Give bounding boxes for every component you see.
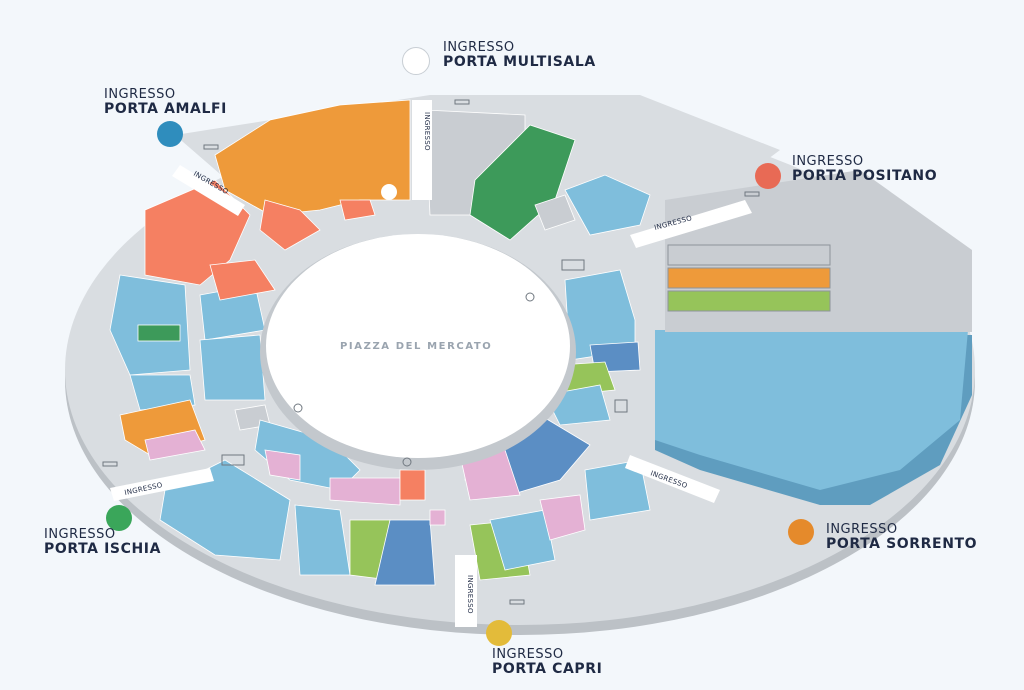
no-smoking-icon xyxy=(454,99,470,105)
stairs-icon xyxy=(221,454,245,466)
shop-unit xyxy=(209,259,276,301)
entrance-corridors xyxy=(110,100,752,627)
gate-small-text: INGRESSO xyxy=(443,40,515,55)
gate-multisala-label[interactable]: INGRESSO PORTA MULTISALA xyxy=(443,41,596,69)
gate-small-text: INGRESSO xyxy=(826,522,898,537)
shop-unit xyxy=(264,449,301,481)
gate-small-text: INGRESSO xyxy=(104,87,176,102)
shop-unit xyxy=(539,494,586,541)
shop-unit xyxy=(259,199,321,251)
shop-unit xyxy=(489,509,556,571)
shop-unit xyxy=(339,199,376,221)
gate-small-text: INGRESSO xyxy=(792,154,864,169)
shops-outer[interactable] xyxy=(109,99,651,586)
gate-capri-label[interactable]: INGRESSO PORTA CAPRI xyxy=(492,648,602,676)
gate-small-text: INGRESSO xyxy=(492,647,564,662)
gate-name: PORTA MULTISALA xyxy=(443,53,596,70)
gate-positano-label[interactable]: INGRESSO PORTA POSITANO xyxy=(792,155,937,183)
entrance-tag: INGRESSO xyxy=(466,575,474,614)
gate-ischia-label[interactable]: INGRESSO PORTA ISCHIA xyxy=(44,528,161,556)
gate-name: PORTA SORRENTO xyxy=(826,535,978,552)
shop-unit xyxy=(564,174,651,236)
gate-amalfi-dot[interactable] xyxy=(157,121,183,147)
gate-amalfi-label[interactable]: INGRESSO PORTA AMALFI xyxy=(104,88,227,116)
shop-unit xyxy=(199,334,266,401)
gate-name: PORTA AMALFI xyxy=(104,100,227,117)
shop-unit xyxy=(214,99,411,216)
legend-bars xyxy=(667,244,831,312)
entrance-tag: INGRESSO xyxy=(423,112,431,151)
piazza-del-mercato[interactable] xyxy=(260,234,576,470)
no-smoking-icon xyxy=(744,191,760,197)
accessibility-icon xyxy=(525,292,535,302)
gate-name: PORTA POSITANO xyxy=(792,167,938,184)
accessibility-icon xyxy=(293,403,303,413)
gate-name: PORTA CAPRI xyxy=(492,660,603,677)
no-smoking-icon xyxy=(509,599,525,605)
shop-unit xyxy=(399,469,426,501)
stairs-icon xyxy=(614,399,628,413)
gate-ischia-dot[interactable] xyxy=(106,505,132,531)
gate-capri-dot[interactable] xyxy=(486,620,512,646)
no-smoking-icon xyxy=(102,461,118,467)
gate-sorrento-label[interactable]: INGRESSO PORTA SORRENTO xyxy=(826,523,977,551)
no-smoking-icon xyxy=(203,144,219,150)
stairs-icon xyxy=(561,259,585,271)
shop-unit xyxy=(329,477,401,506)
gate-small-text: INGRESSO xyxy=(44,527,116,542)
shop-unit xyxy=(429,509,446,526)
plaza-label: PIAZZA DEL MERCATO xyxy=(340,341,493,352)
shop-unit xyxy=(584,459,651,521)
shop-unit xyxy=(144,429,206,461)
shop-unit xyxy=(129,374,196,411)
shop-unit xyxy=(374,519,436,586)
shop-unit xyxy=(534,194,576,231)
gate-positano-dot[interactable] xyxy=(755,163,781,189)
gate-sorrento-dot[interactable] xyxy=(788,519,814,545)
facility-icons xyxy=(102,99,760,605)
gate-multisala-dot[interactable] xyxy=(402,47,430,75)
accessibility-icon xyxy=(402,457,412,467)
location-marker[interactable] xyxy=(381,184,397,200)
shop-unit xyxy=(137,324,181,342)
gate-name: PORTA ISCHIA xyxy=(44,540,162,557)
